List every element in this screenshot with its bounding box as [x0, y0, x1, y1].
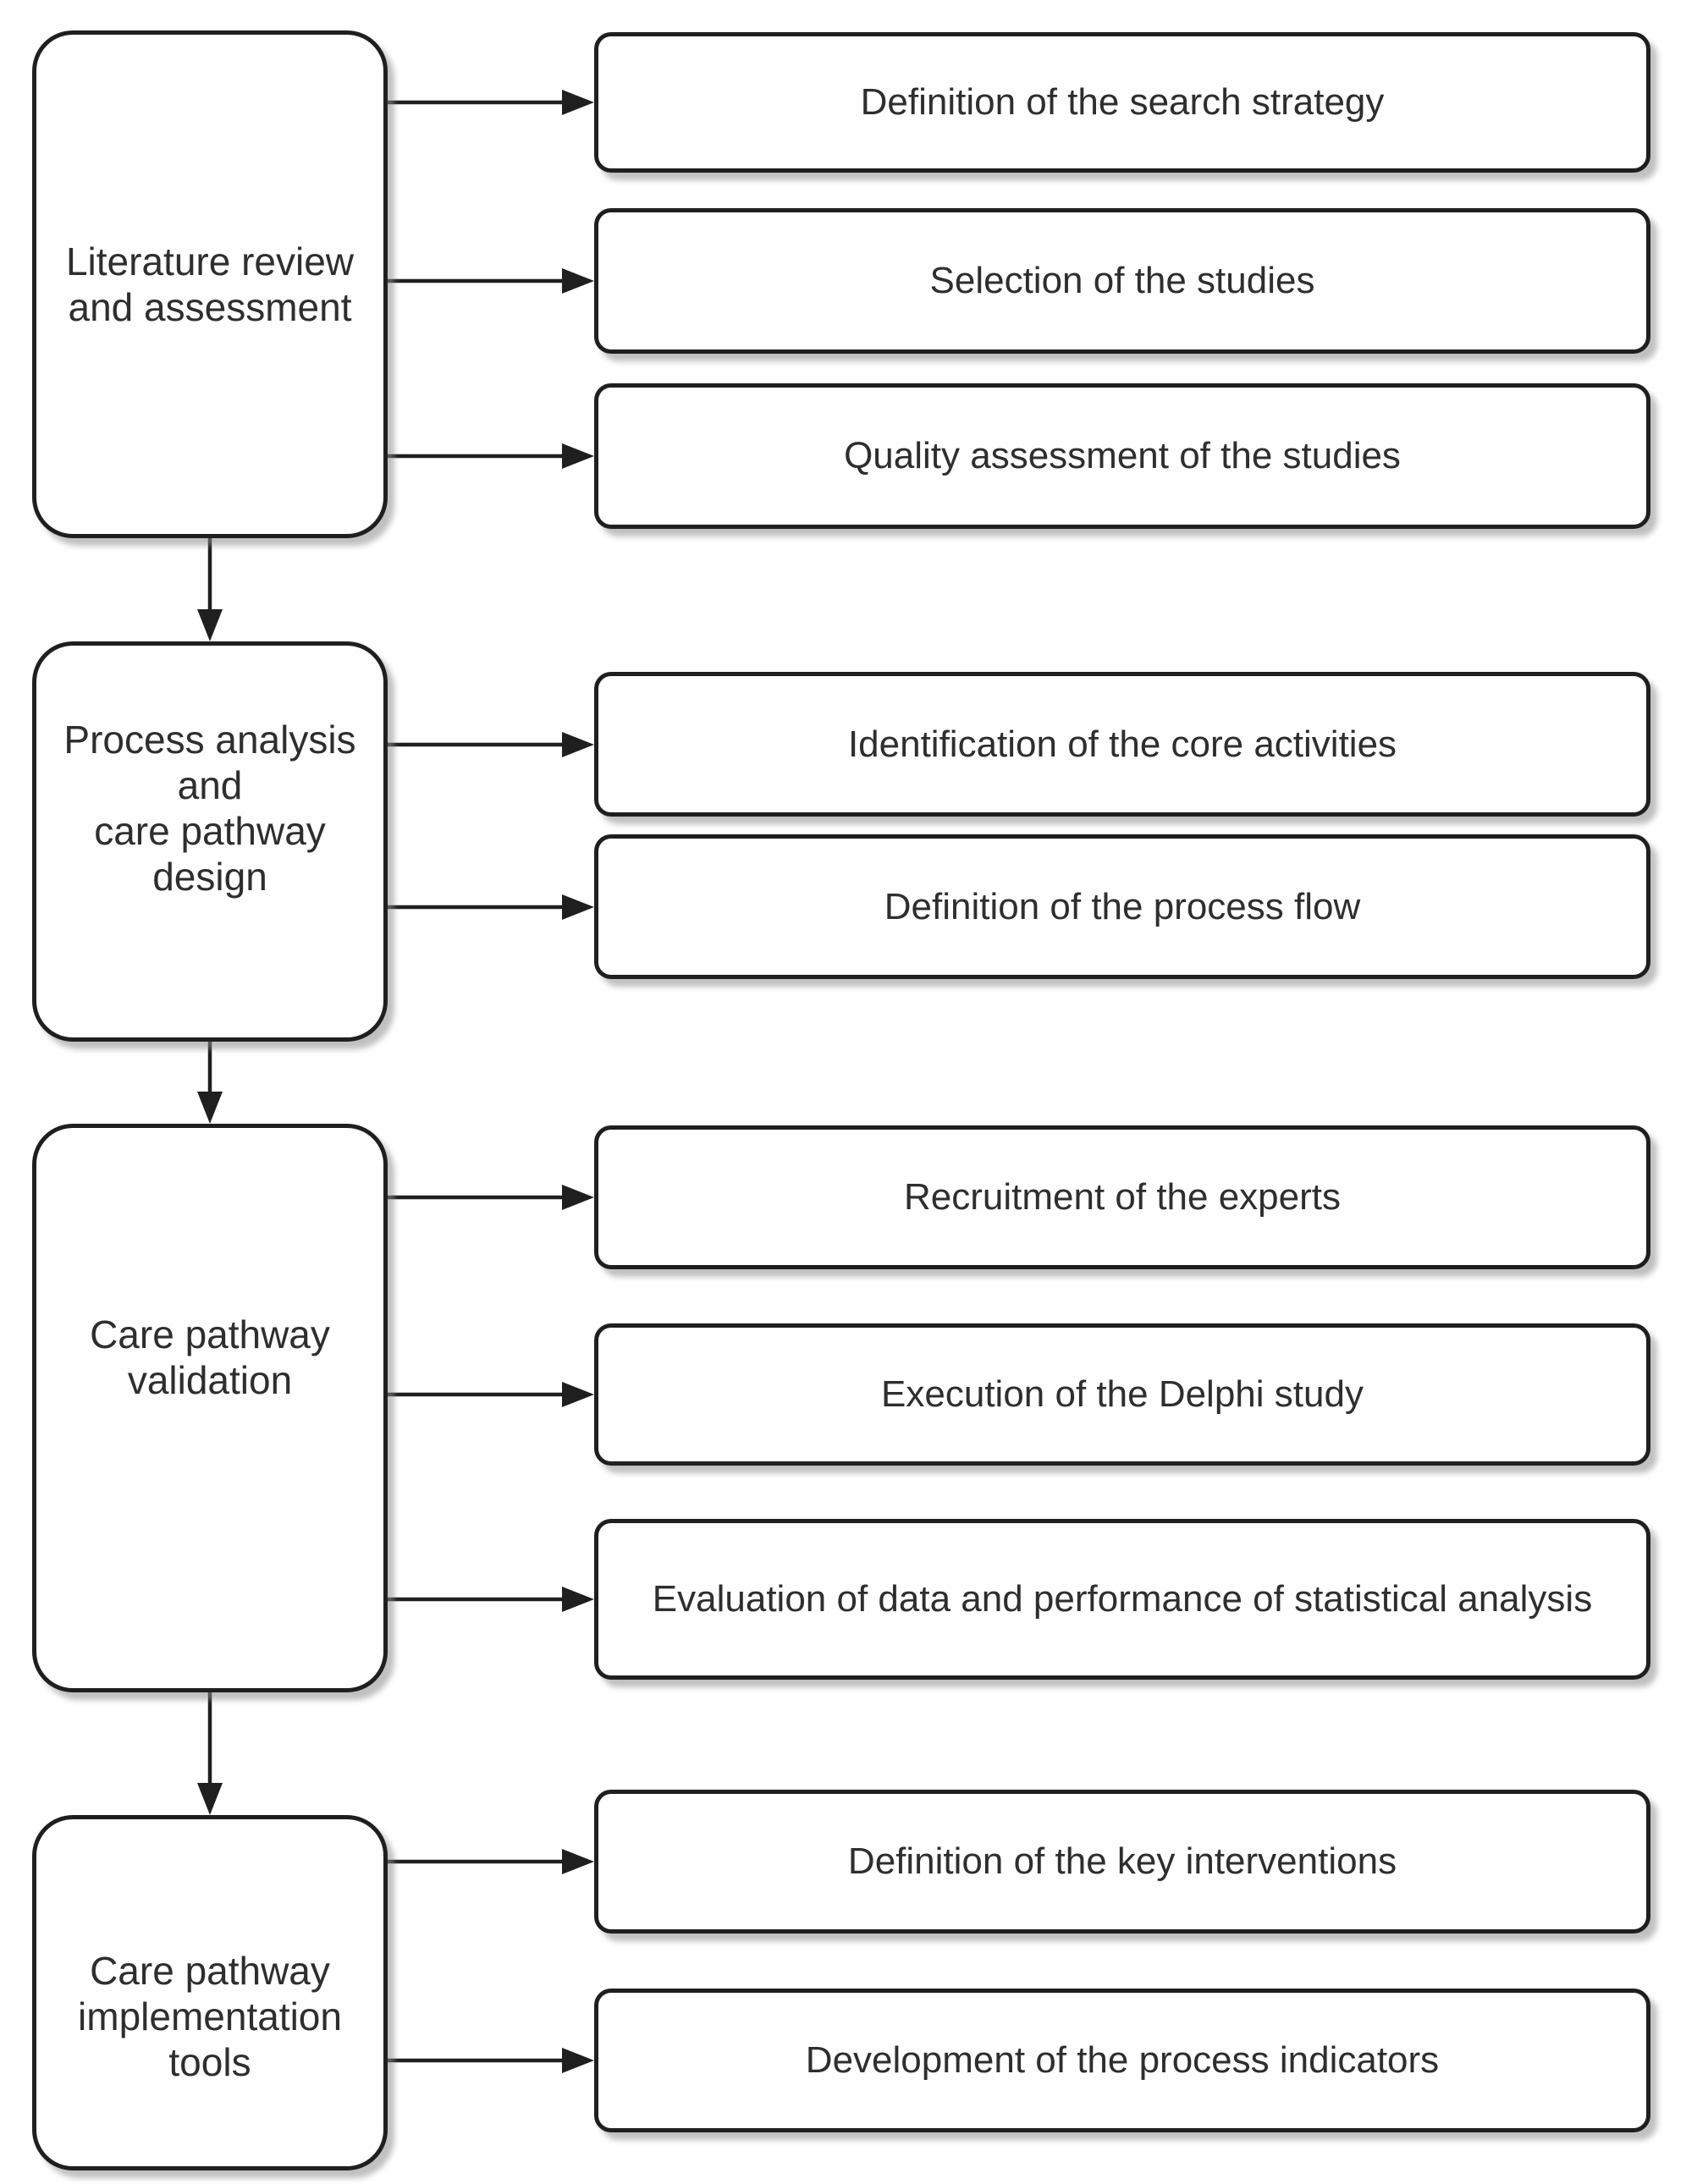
step-box-definition-of-the-search-strategy: Definition of the search strategy: [594, 32, 1650, 173]
step-label: Definition of the search strategy: [860, 81, 1385, 123]
arrow-stage1-step3: [388, 443, 594, 469]
step-label: Execution of the Delphi study: [881, 1373, 1364, 1415]
step-box-evaluation-of-data-statistical-analysis: Evaluation of data and performance of st…: [594, 1519, 1650, 1680]
arrow-stage1-step2: [388, 268, 594, 294]
stage-label-line: Process analysis: [63, 717, 356, 762]
stage-label-line: Care pathway: [90, 1948, 330, 1993]
arrow-stage4-step1: [388, 1849, 594, 1874]
step-label: Selection of the studies: [929, 260, 1315, 301]
stage-label-line: and assessment: [68, 285, 352, 329]
step-label: Development of the process indicators: [805, 2039, 1440, 2081]
step-box-execution-of-the-delphi-study: Execution of the Delphi study: [594, 1323, 1650, 1466]
step-box-quality-assessment-of-the-studies: Quality assessment of the studies: [594, 383, 1650, 529]
step-label: Definition of the process flow: [884, 885, 1361, 927]
stage-label-line: design: [152, 854, 267, 899]
stage-label-line: care pathway: [94, 808, 326, 853]
arrow-stage3-step1: [388, 1185, 594, 1210]
stage-label-line: Literature review: [65, 239, 355, 283]
step-label: Recruitment of the experts: [903, 1176, 1341, 1218]
arrow-stage2-step2: [388, 894, 594, 920]
step-box-identification-of-the-core-activities: Identification of the core activities: [594, 672, 1650, 817]
step-box-definition-of-the-process-flow: Definition of the process flow: [594, 834, 1650, 979]
arrow-stage2-step1: [388, 732, 594, 757]
stage-label-line: tools: [168, 2039, 251, 2084]
stage-box-care-pathway-validation: Care pathway validation: [32, 1124, 388, 1692]
step-box-selection-of-the-studies: Selection of the studies: [594, 208, 1650, 354]
arrow-stage3-step2: [388, 1382, 594, 1407]
arrow-stage1-step1: [388, 90, 594, 115]
step-label: Identification of the core activities: [847, 723, 1397, 765]
arrow-stage4-step2: [388, 2048, 594, 2073]
step-box-recruitment-of-the-experts: Recruitment of the experts: [594, 1125, 1650, 1269]
stage-label-line: and: [177, 762, 243, 807]
stage-label-line: Care pathway: [90, 1312, 330, 1356]
arrow-stage3-stage4: [197, 1692, 223, 1815]
arrow-stage3-step3: [388, 1587, 594, 1612]
stage-label-line: implementation: [78, 1994, 342, 2038]
stage-box-process-analysis-and-care-pathway-design: Process analysis and care pathway design: [32, 641, 388, 1042]
arrow-stage2-stage3: [197, 1042, 223, 1124]
step-label: Quality assessment of the studies: [844, 435, 1401, 476]
arrow-stage1-stage2: [197, 538, 223, 641]
step-box-development-of-the-process-indicators: Development of the process indicators: [594, 1989, 1650, 2132]
stage-box-care-pathway-implementation-tools: Care pathway implementation tools: [32, 1815, 388, 2170]
step-label: Evaluation of data and performance of st…: [652, 1578, 1593, 1620]
stage-box-literature-review-and-assessment: Literature review and assessment: [32, 30, 388, 538]
step-box-definition-of-the-key-interventions: Definition of the key interventions: [594, 1790, 1650, 1934]
stage-label-line: validation: [127, 1358, 293, 1402]
step-label: Definition of the key interventions: [847, 1840, 1397, 1882]
